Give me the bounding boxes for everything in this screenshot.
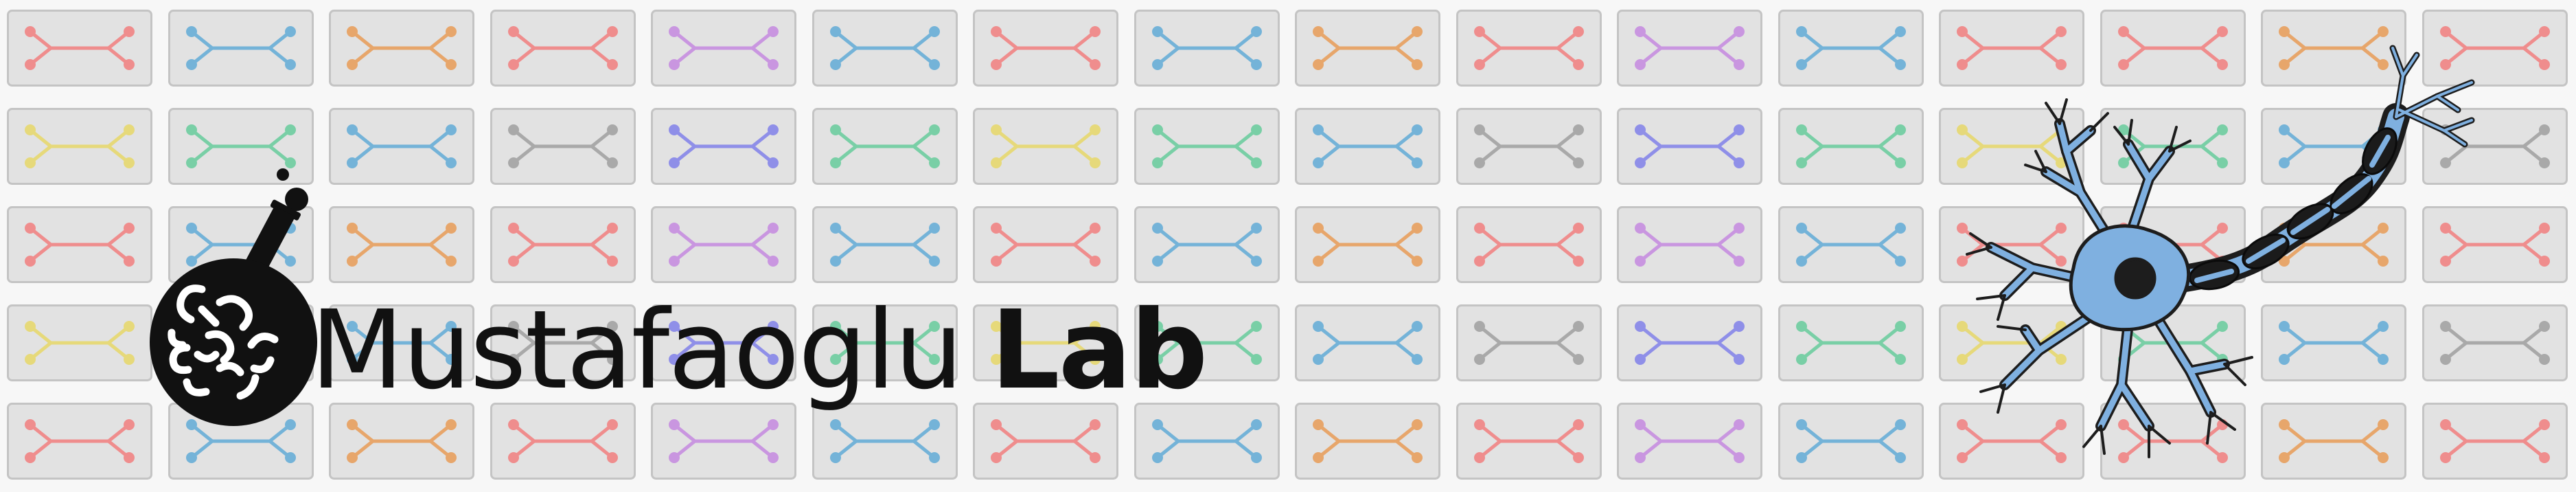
microfluidic-chip-tile bbox=[1134, 206, 1280, 283]
microfluidic-chip-tile bbox=[1456, 403, 1602, 480]
microfluidic-chip-tile bbox=[1939, 206, 2084, 283]
microfluidic-chip-tile bbox=[490, 304, 636, 381]
microfluidic-chip-tile bbox=[2422, 304, 2568, 381]
microfluidic-chip-tile bbox=[2261, 304, 2406, 381]
lab-name-lab: Lab bbox=[991, 287, 1208, 414]
microfluidic-chip-tile bbox=[1617, 206, 1762, 283]
microfluidic-chip-tile bbox=[490, 10, 636, 87]
microfluidic-chip-tile bbox=[1778, 403, 1924, 480]
microfluidic-chip-tile bbox=[7, 108, 152, 185]
microfluidic-chip-tile bbox=[7, 304, 152, 381]
microfluidic-chip-tile bbox=[1134, 304, 1280, 381]
microfluidic-chip-tile bbox=[1617, 304, 1762, 381]
microfluidic-chip-tile bbox=[1134, 403, 1280, 480]
microfluidic-chip-tile bbox=[973, 108, 1118, 185]
microfluidic-chip-tile bbox=[1295, 10, 1440, 87]
microfluidic-chip-tile bbox=[1778, 108, 1924, 185]
neuron-icon bbox=[1966, 45, 2475, 458]
microfluidic-chip-tile bbox=[1134, 108, 1280, 185]
microfluidic-chip-tile bbox=[1617, 10, 1762, 87]
microfluidic-chip-tile bbox=[168, 108, 314, 185]
microfluidic-chip-tile bbox=[812, 403, 958, 480]
microfluidic-chip-tile bbox=[490, 403, 636, 480]
microfluidic-chip-tile bbox=[1295, 304, 1440, 381]
microfluidic-chip-tile bbox=[1456, 304, 1602, 381]
microfluidic-chip-tile bbox=[329, 403, 474, 480]
microfluidic-chip-tile bbox=[1295, 206, 1440, 283]
microfluidic-chip-tile bbox=[1134, 10, 1280, 87]
microfluidic-chip-tile bbox=[973, 403, 1118, 480]
microfluidic-chip-tile bbox=[1295, 403, 1440, 480]
microfluidic-chip-tile bbox=[7, 10, 152, 87]
microfluidic-chip-tile bbox=[1456, 10, 1602, 87]
microfluidic-chip-tile bbox=[812, 10, 958, 87]
microfluidic-chip-tile bbox=[1939, 10, 2084, 87]
microfluidic-chip-tile bbox=[973, 304, 1118, 381]
microfluidic-chip-tile bbox=[651, 206, 796, 283]
microfluidic-chip-tile bbox=[2422, 403, 2568, 480]
microfluidic-chip-tile bbox=[1778, 304, 1924, 381]
microfluidic-chip-tile bbox=[329, 304, 474, 381]
microfluidic-chip-tile bbox=[329, 10, 474, 87]
microfluidic-chip-tile bbox=[812, 206, 958, 283]
flask-brain-icon bbox=[150, 168, 317, 426]
microfluidic-chip-tile bbox=[1778, 206, 1924, 283]
microfluidic-chip-tile bbox=[1778, 10, 1924, 87]
microfluidic-chip-tile bbox=[1939, 304, 2084, 381]
microfluidic-chip-tile bbox=[490, 108, 636, 185]
microfluidic-chip-tile bbox=[812, 108, 958, 185]
microfluidic-chip-tile bbox=[2422, 10, 2568, 87]
lab-name-surname: Mustafaoglu bbox=[310, 287, 963, 414]
microfluidic-chip-tile bbox=[651, 10, 796, 87]
microfluidic-chip-tile bbox=[1456, 108, 1602, 185]
microfluidic-chip-tile bbox=[973, 206, 1118, 283]
microfluidic-chip-tile bbox=[168, 403, 314, 480]
microfluidic-chip-tile bbox=[812, 304, 958, 381]
microfluidic-chip-tile bbox=[973, 10, 1118, 87]
microfluidic-chip-tile bbox=[2100, 10, 2246, 87]
microfluidic-chip-tile bbox=[651, 304, 796, 381]
microfluidic-chip-tile bbox=[2261, 10, 2406, 87]
microfluidic-chip-tile bbox=[1617, 403, 1762, 480]
microfluidic-chip-tile bbox=[1456, 206, 1602, 283]
microfluidic-chip-tile bbox=[7, 206, 152, 283]
microfluidic-chip-tile bbox=[490, 206, 636, 283]
microfluidic-chip-tile bbox=[329, 108, 474, 185]
microfluidic-chip-tile bbox=[1295, 108, 1440, 185]
microfluidic-chip-tile bbox=[651, 403, 796, 480]
microfluidic-chip-tile bbox=[329, 206, 474, 283]
microfluidic-chip-tile bbox=[651, 108, 796, 185]
microfluidic-chip-tile bbox=[2422, 206, 2568, 283]
microfluidic-chip-tile bbox=[2261, 403, 2406, 480]
microfluidic-chip-tile bbox=[168, 10, 314, 87]
microfluidic-chip-tile bbox=[1617, 108, 1762, 185]
microfluidic-chip-tile bbox=[1939, 403, 2084, 480]
microfluidic-chip-tile bbox=[7, 403, 152, 480]
